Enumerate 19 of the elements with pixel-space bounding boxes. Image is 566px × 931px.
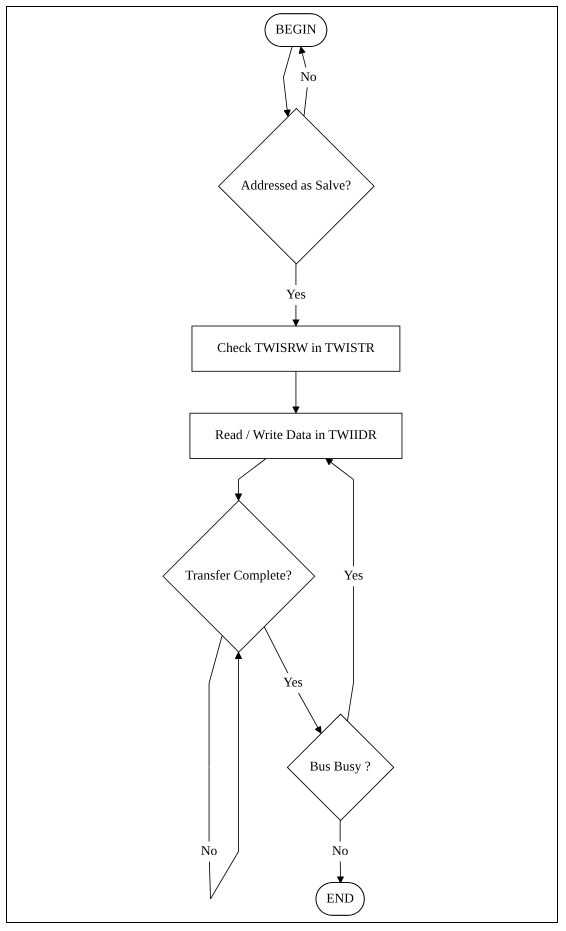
arrow [282,46,292,117]
arrow [292,264,300,326]
node-box: Read / Write Data in TWIIDR [188,412,402,459]
edge-label: No [200,844,217,858]
arrow [208,635,242,900]
node-diamond: Transfer Complete? [162,500,315,653]
edge-label: Yes [286,287,306,302]
edge-label: No [331,844,348,858]
arrow [292,370,300,414]
node-diamond: Bus Busy ? [286,714,394,822]
node-box: Check TWISRW in TWISTR [191,326,400,372]
edge-label: Yes [282,676,302,690]
arrow [234,458,266,501]
node-diamond: Addressed as Salve? [217,108,374,265]
edge-label: No [300,70,316,84]
arrow [324,458,354,722]
edge-label: Yes [343,568,363,583]
arrow [263,626,321,734]
arrow [298,46,308,117]
